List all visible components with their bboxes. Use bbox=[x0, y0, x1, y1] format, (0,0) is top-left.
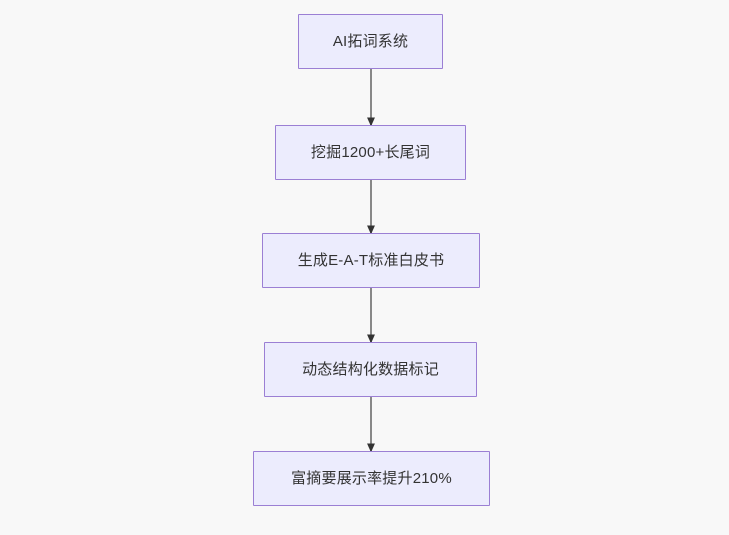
flow-node-label: 挖掘1200+长尾词 bbox=[310, 143, 431, 161]
flow-node-n4[interactable]: 动态结构化数据标记 bbox=[264, 342, 477, 397]
flow-node-label: 生成E-A-T标准白皮书 bbox=[297, 251, 445, 269]
flow-node-n5[interactable]: 富摘要展示率提升210% bbox=[253, 451, 490, 506]
flow-node-label: AI拓词系统 bbox=[332, 32, 409, 50]
flow-node-label: 富摘要展示率提升210% bbox=[291, 469, 452, 487]
flow-node-n2[interactable]: 挖掘1200+长尾词 bbox=[275, 125, 466, 180]
flow-node-n1[interactable]: AI拓词系统 bbox=[298, 14, 443, 69]
flow-node-n3[interactable]: 生成E-A-T标准白皮书 bbox=[262, 233, 480, 288]
flow-node-label: 动态结构化数据标记 bbox=[302, 360, 439, 378]
